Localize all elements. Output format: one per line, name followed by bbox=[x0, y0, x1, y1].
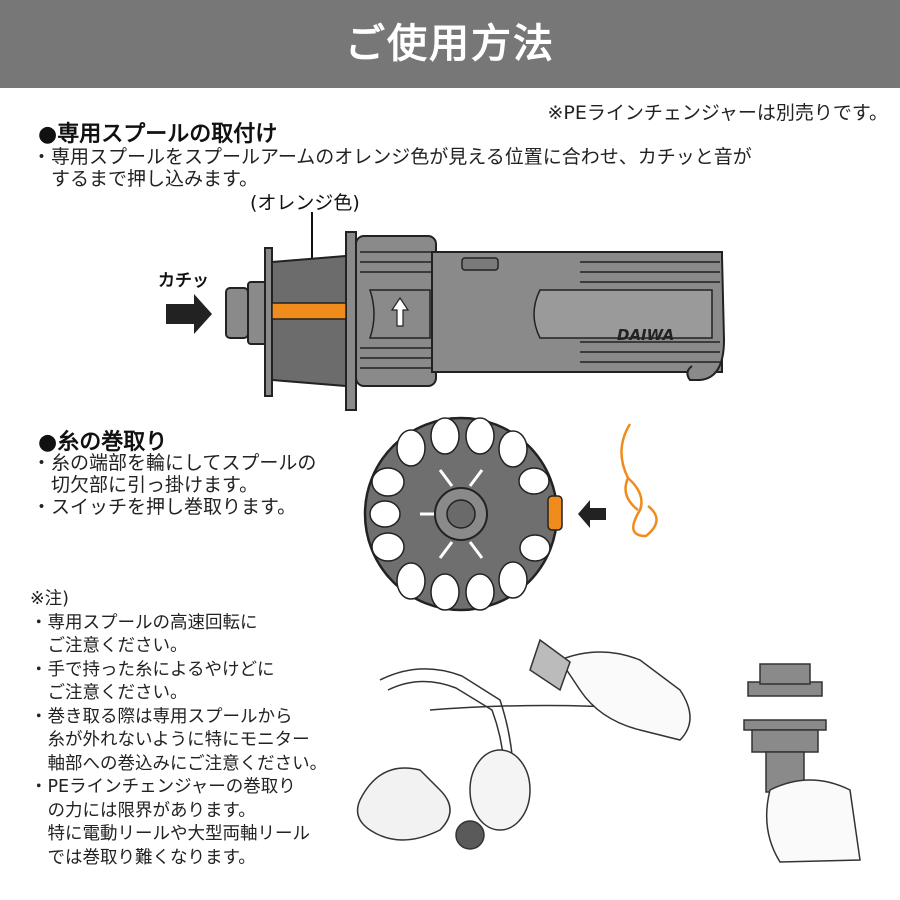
reel-winding-illustration bbox=[356, 638, 861, 863]
note-line: 糸が外れないように特にモニター bbox=[30, 730, 310, 750]
spool-front-illustration bbox=[363, 416, 658, 612]
push-arrow-icon bbox=[166, 294, 212, 334]
note-line: では巻取り難くなります。 bbox=[30, 847, 256, 868]
brand-logo: DAIWA bbox=[617, 326, 674, 344]
section-line-winding-title: ●糸の巻取り bbox=[38, 430, 168, 455]
note-line: ご注意ください。 bbox=[30, 683, 188, 703]
note-line: ・専用スプールの高速回転に bbox=[30, 612, 258, 633]
section-spool-attach-title: ●専用スプールの取付け bbox=[38, 122, 278, 147]
page-title: ご使用方法 bbox=[345, 21, 555, 67]
orange-color-label: (オレンジ色) bbox=[250, 192, 360, 214]
spool-attach-step-line1: ・専用スプールをスプールアームのオレンジ色が見える位置に合わせ、カチッと音が bbox=[32, 146, 752, 168]
note-line: ・巻き取る際は専用スプールから bbox=[30, 706, 293, 727]
click-sound-label: カチッ bbox=[158, 271, 209, 291]
line-changer-side-illustration: DAIWA bbox=[166, 212, 726, 411]
spool-attach-step-line2: するまで押し込みます。 bbox=[32, 168, 259, 190]
note-line: ご注意ください。 bbox=[30, 636, 188, 656]
note-line: の力には限界があります。 bbox=[30, 800, 256, 821]
left-arrow-icon bbox=[578, 500, 606, 528]
up-arrow-icon bbox=[390, 296, 410, 327]
notes-heading: ※注) bbox=[30, 589, 69, 609]
line-loop-icon bbox=[620, 423, 658, 538]
winding-step-line3: ・スイッチを押し巻取ります。 bbox=[32, 496, 297, 518]
header-bar: ご使用方法 bbox=[0, 0, 900, 88]
orange-indicator bbox=[271, 302, 347, 320]
note-line: ・PEラインチェンジャーの巻取り bbox=[30, 777, 296, 797]
winding-step-line2: 切欠部に引っ掛けます。 bbox=[32, 474, 259, 496]
note-line: 特に電動リールや大型両軸リール bbox=[30, 824, 310, 844]
winding-step-line1: ・糸の端部を輪にしてスプールの bbox=[32, 452, 317, 474]
note-line: 軸部への巻込みにご注意ください。 bbox=[30, 753, 328, 774]
caution-notes: ※注) ・専用スプールの高速回転に ご注意ください。 ・手で持った糸によるやけど… bbox=[30, 588, 327, 870]
note-line: ・手で持った糸によるやけどに bbox=[30, 659, 275, 680]
sold-separately-note: ※PEラインチェンジャーは別売りです。 bbox=[547, 102, 888, 124]
